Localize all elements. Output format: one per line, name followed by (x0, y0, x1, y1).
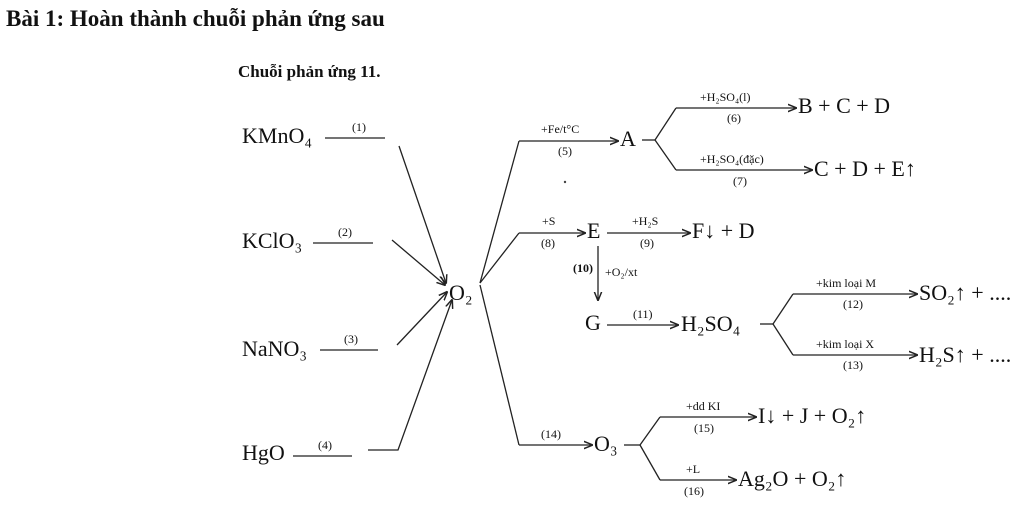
reagent-8: +S (542, 214, 555, 228)
product-h2so4: H₂SO₄ (681, 311, 740, 336)
reactant-nano3: NaNO₃ (242, 336, 307, 361)
step-label-10: (10) (573, 261, 593, 275)
step-label-7: (7) (733, 174, 747, 188)
step-label-4: (4) (318, 438, 332, 452)
step-label-11: (11) (633, 307, 653, 321)
arrow-kclo3-to-o2 (391, 239, 445, 285)
reagent-12: +kim loại M (816, 276, 876, 290)
branch-line-16 (639, 444, 661, 481)
branch-line-5 (479, 140, 520, 284)
branch-line-6 (654, 107, 677, 141)
branch-line-14 (479, 284, 520, 446)
branch-line-8 (479, 232, 520, 284)
product-o3: O₃ (594, 431, 618, 456)
reagent-16: +L (686, 462, 700, 476)
reactant-hgo: HgO (242, 440, 285, 465)
step-label-3: (3) (344, 332, 358, 346)
products-15: I↓ + J + O₂↑ (758, 403, 866, 428)
product-g: G (585, 310, 601, 335)
step-label-12: (12) (843, 297, 863, 311)
product-a: A (620, 126, 636, 151)
step-label-15: (15) (694, 421, 714, 435)
reagent-13: +kim loại X (816, 337, 874, 351)
step-label-16: (16) (684, 484, 704, 498)
step-label-6: (6) (727, 111, 741, 125)
products-9: F↓ + D (692, 218, 755, 243)
scheme-title: Chuỗi phản ứng 11. (238, 62, 381, 81)
arrow-kmno4-to-o2 (398, 145, 446, 283)
reagent-6: +H₂SO₄(l) (700, 90, 750, 104)
reagent-7: +H₂SO₄(đặc) (700, 152, 764, 166)
reactant-kmno4: KMnO₄ (242, 123, 312, 148)
branch-line-15 (639, 416, 661, 446)
product-e: E (587, 218, 600, 243)
step-label-14: (14) (541, 427, 561, 441)
reagent-5: +Fe/t°C (541, 122, 579, 136)
reactant-kclo3: KClO₃ (242, 228, 302, 253)
reagent-15: +dd KI (686, 399, 720, 413)
products-7: C + D + E↑ (814, 156, 916, 181)
products-6: B + C + D (798, 93, 890, 118)
step-label-5: (5) (558, 144, 572, 158)
branch-line-7 (654, 139, 677, 171)
arrow-nano3-to-o2 (396, 292, 447, 346)
products-13: H₂S↑ + .... (919, 342, 1011, 367)
stray-dot (563, 180, 567, 184)
branch-line-13 (772, 323, 794, 356)
branch-line-12 (772, 293, 794, 325)
products-12: SO₂↑ + .... (919, 280, 1011, 305)
step-label-2: (2) (338, 225, 352, 239)
reagent-10: +O₂/xt (605, 265, 638, 279)
step-label-1: (1) (352, 120, 366, 134)
arrow-hgo-to-o2 (368, 300, 452, 451)
exercise-title: Bài 1: Hoàn thành chuỗi phản ứng sau (6, 6, 385, 31)
reagent-9: +H₂S (632, 214, 658, 228)
step-label-8: (8) (541, 236, 555, 250)
central-o2: O₂ (449, 280, 473, 305)
products-16: Ag₂O + O₂↑ (738, 466, 846, 491)
step-label-9: (9) (640, 236, 654, 250)
step-label-13: (13) (843, 358, 863, 372)
